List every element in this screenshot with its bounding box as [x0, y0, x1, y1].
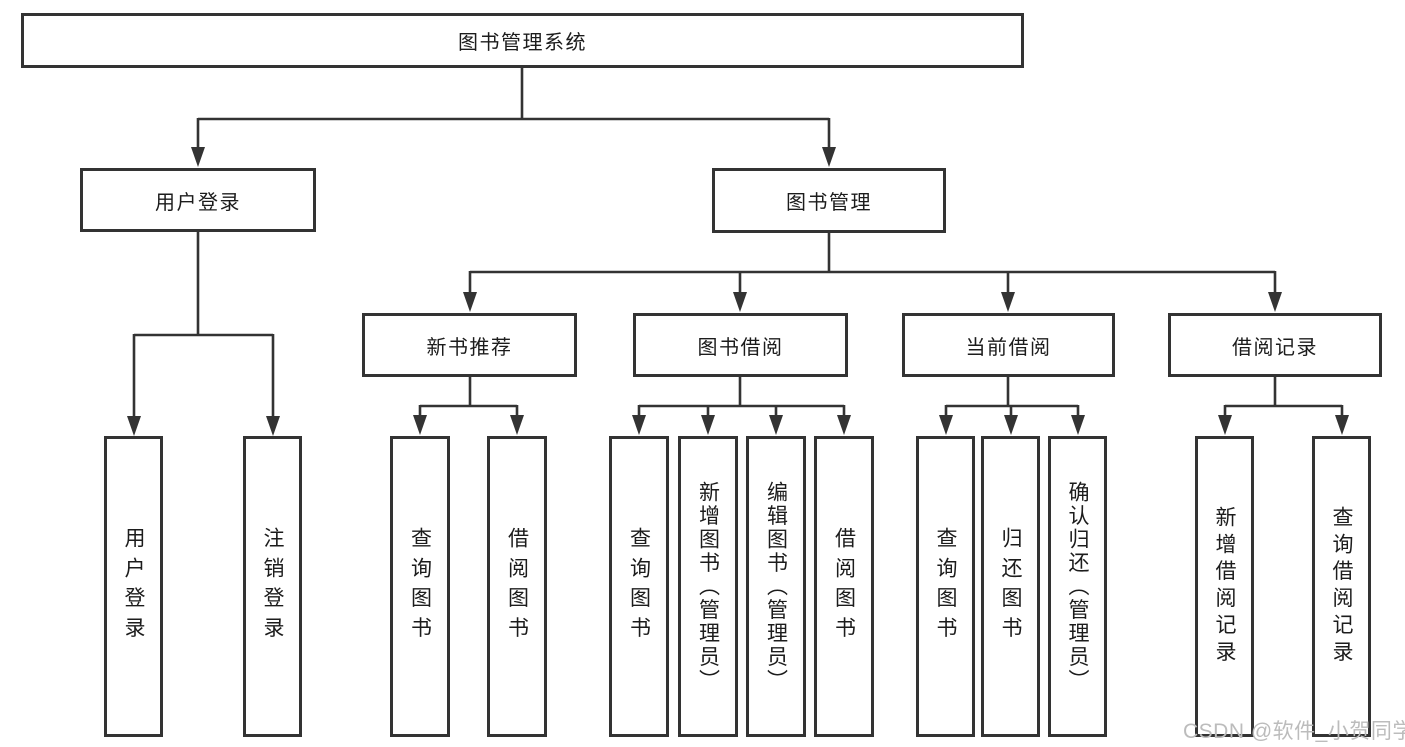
leaf-query-borrow-record-label: 查询借阅记录 — [1330, 505, 1353, 668]
leaf-add-book-admin-label: 新增图书（管理员） — [696, 480, 720, 693]
leaf-query-book-borrow-label: 查询图书 — [627, 526, 651, 647]
arrow-down-icon — [733, 292, 747, 312]
leaf-logout-label: 注销登录 — [261, 526, 284, 647]
node-new-book-recommend: 新书推荐 — [362, 313, 577, 377]
arrow-down-icon — [1335, 415, 1349, 435]
arrow-down-icon — [837, 415, 851, 435]
leaf-query-book-current-label: 查询图书 — [934, 526, 957, 647]
leaf-add-borrow-record: 新增借阅记录 — [1195, 436, 1254, 737]
leaf-add-book-admin: 新增图书（管理员） — [678, 436, 738, 737]
arrow-down-icon — [1268, 292, 1282, 312]
arrow-down-icon — [769, 415, 783, 435]
arrow-down-icon — [127, 416, 141, 436]
leaf-borrow-book-borrow-label: 借阅图书 — [832, 526, 856, 647]
leaf-confirm-return-admin-label: 确认归还（管理员） — [1066, 480, 1089, 693]
leaf-borrow-book-newbook: 借阅图书 — [487, 436, 547, 737]
leaf-query-book-borrow: 查询图书 — [609, 436, 669, 737]
leaf-borrow-book-borrow: 借阅图书 — [814, 436, 874, 737]
arrow-down-icon — [939, 415, 953, 435]
leaf-edit-book-admin: 编辑图书（管理员） — [746, 436, 806, 737]
leaf-return-book-label: 归还图书 — [999, 526, 1022, 647]
watermark: CSDN @软件_小贺同学 — [1183, 720, 1405, 743]
leaf-query-book-current: 查询图书 — [916, 436, 975, 737]
leaf-query-book-newbook: 查询图书 — [390, 436, 450, 737]
leaf-add-borrow-record-label: 新增借阅记录 — [1213, 505, 1236, 668]
leaf-borrow-book-newbook-label: 借阅图书 — [505, 526, 529, 647]
leaf-user-login: 用户登录 — [104, 436, 163, 737]
arrow-down-icon — [1001, 292, 1015, 312]
node-current-borrow: 当前借阅 — [902, 313, 1115, 377]
leaf-logout: 注销登录 — [243, 436, 302, 737]
node-book-borrow-label: 图书借阅 — [697, 336, 784, 359]
node-borrow-record: 借阅记录 — [1168, 313, 1382, 377]
arrow-down-icon — [510, 415, 524, 435]
node-book-borrow: 图书借阅 — [633, 313, 848, 377]
node-book-management: 图书管理 — [712, 168, 946, 233]
leaf-query-book-newbook-label: 查询图书 — [408, 526, 432, 647]
leaf-edit-book-admin-label: 编辑图书（管理员） — [764, 480, 788, 693]
node-borrow-record-label: 借阅记录 — [1232, 336, 1318, 359]
node-current-borrow-label: 当前借阅 — [965, 336, 1052, 359]
node-root-label: 图书管理系统 — [458, 32, 587, 54]
arrow-down-icon — [463, 292, 477, 312]
node-new-book-recommend-label: 新书推荐 — [426, 336, 513, 359]
arrow-down-icon — [266, 416, 280, 436]
arrow-down-icon — [1004, 415, 1018, 435]
leaf-user-login-label: 用户登录 — [122, 526, 145, 647]
node-user-login-label: 用户登录 — [155, 191, 241, 214]
arrow-down-icon — [632, 415, 646, 435]
leaf-confirm-return-admin: 确认归还（管理员） — [1048, 436, 1107, 737]
leaf-query-borrow-record: 查询借阅记录 — [1312, 436, 1371, 737]
arrow-down-icon — [822, 147, 836, 167]
arrow-down-icon — [701, 415, 715, 435]
node-user-login: 用户登录 — [80, 168, 316, 232]
node-book-management-label: 图书管理 — [786, 192, 872, 214]
arrow-down-icon — [191, 147, 205, 167]
leaf-return-book: 归还图书 — [981, 436, 1040, 737]
node-root: 图书管理系统 — [21, 13, 1024, 68]
arrow-down-icon — [413, 415, 427, 435]
arrow-down-icon — [1218, 415, 1232, 435]
arrow-down-icon — [1071, 415, 1085, 435]
